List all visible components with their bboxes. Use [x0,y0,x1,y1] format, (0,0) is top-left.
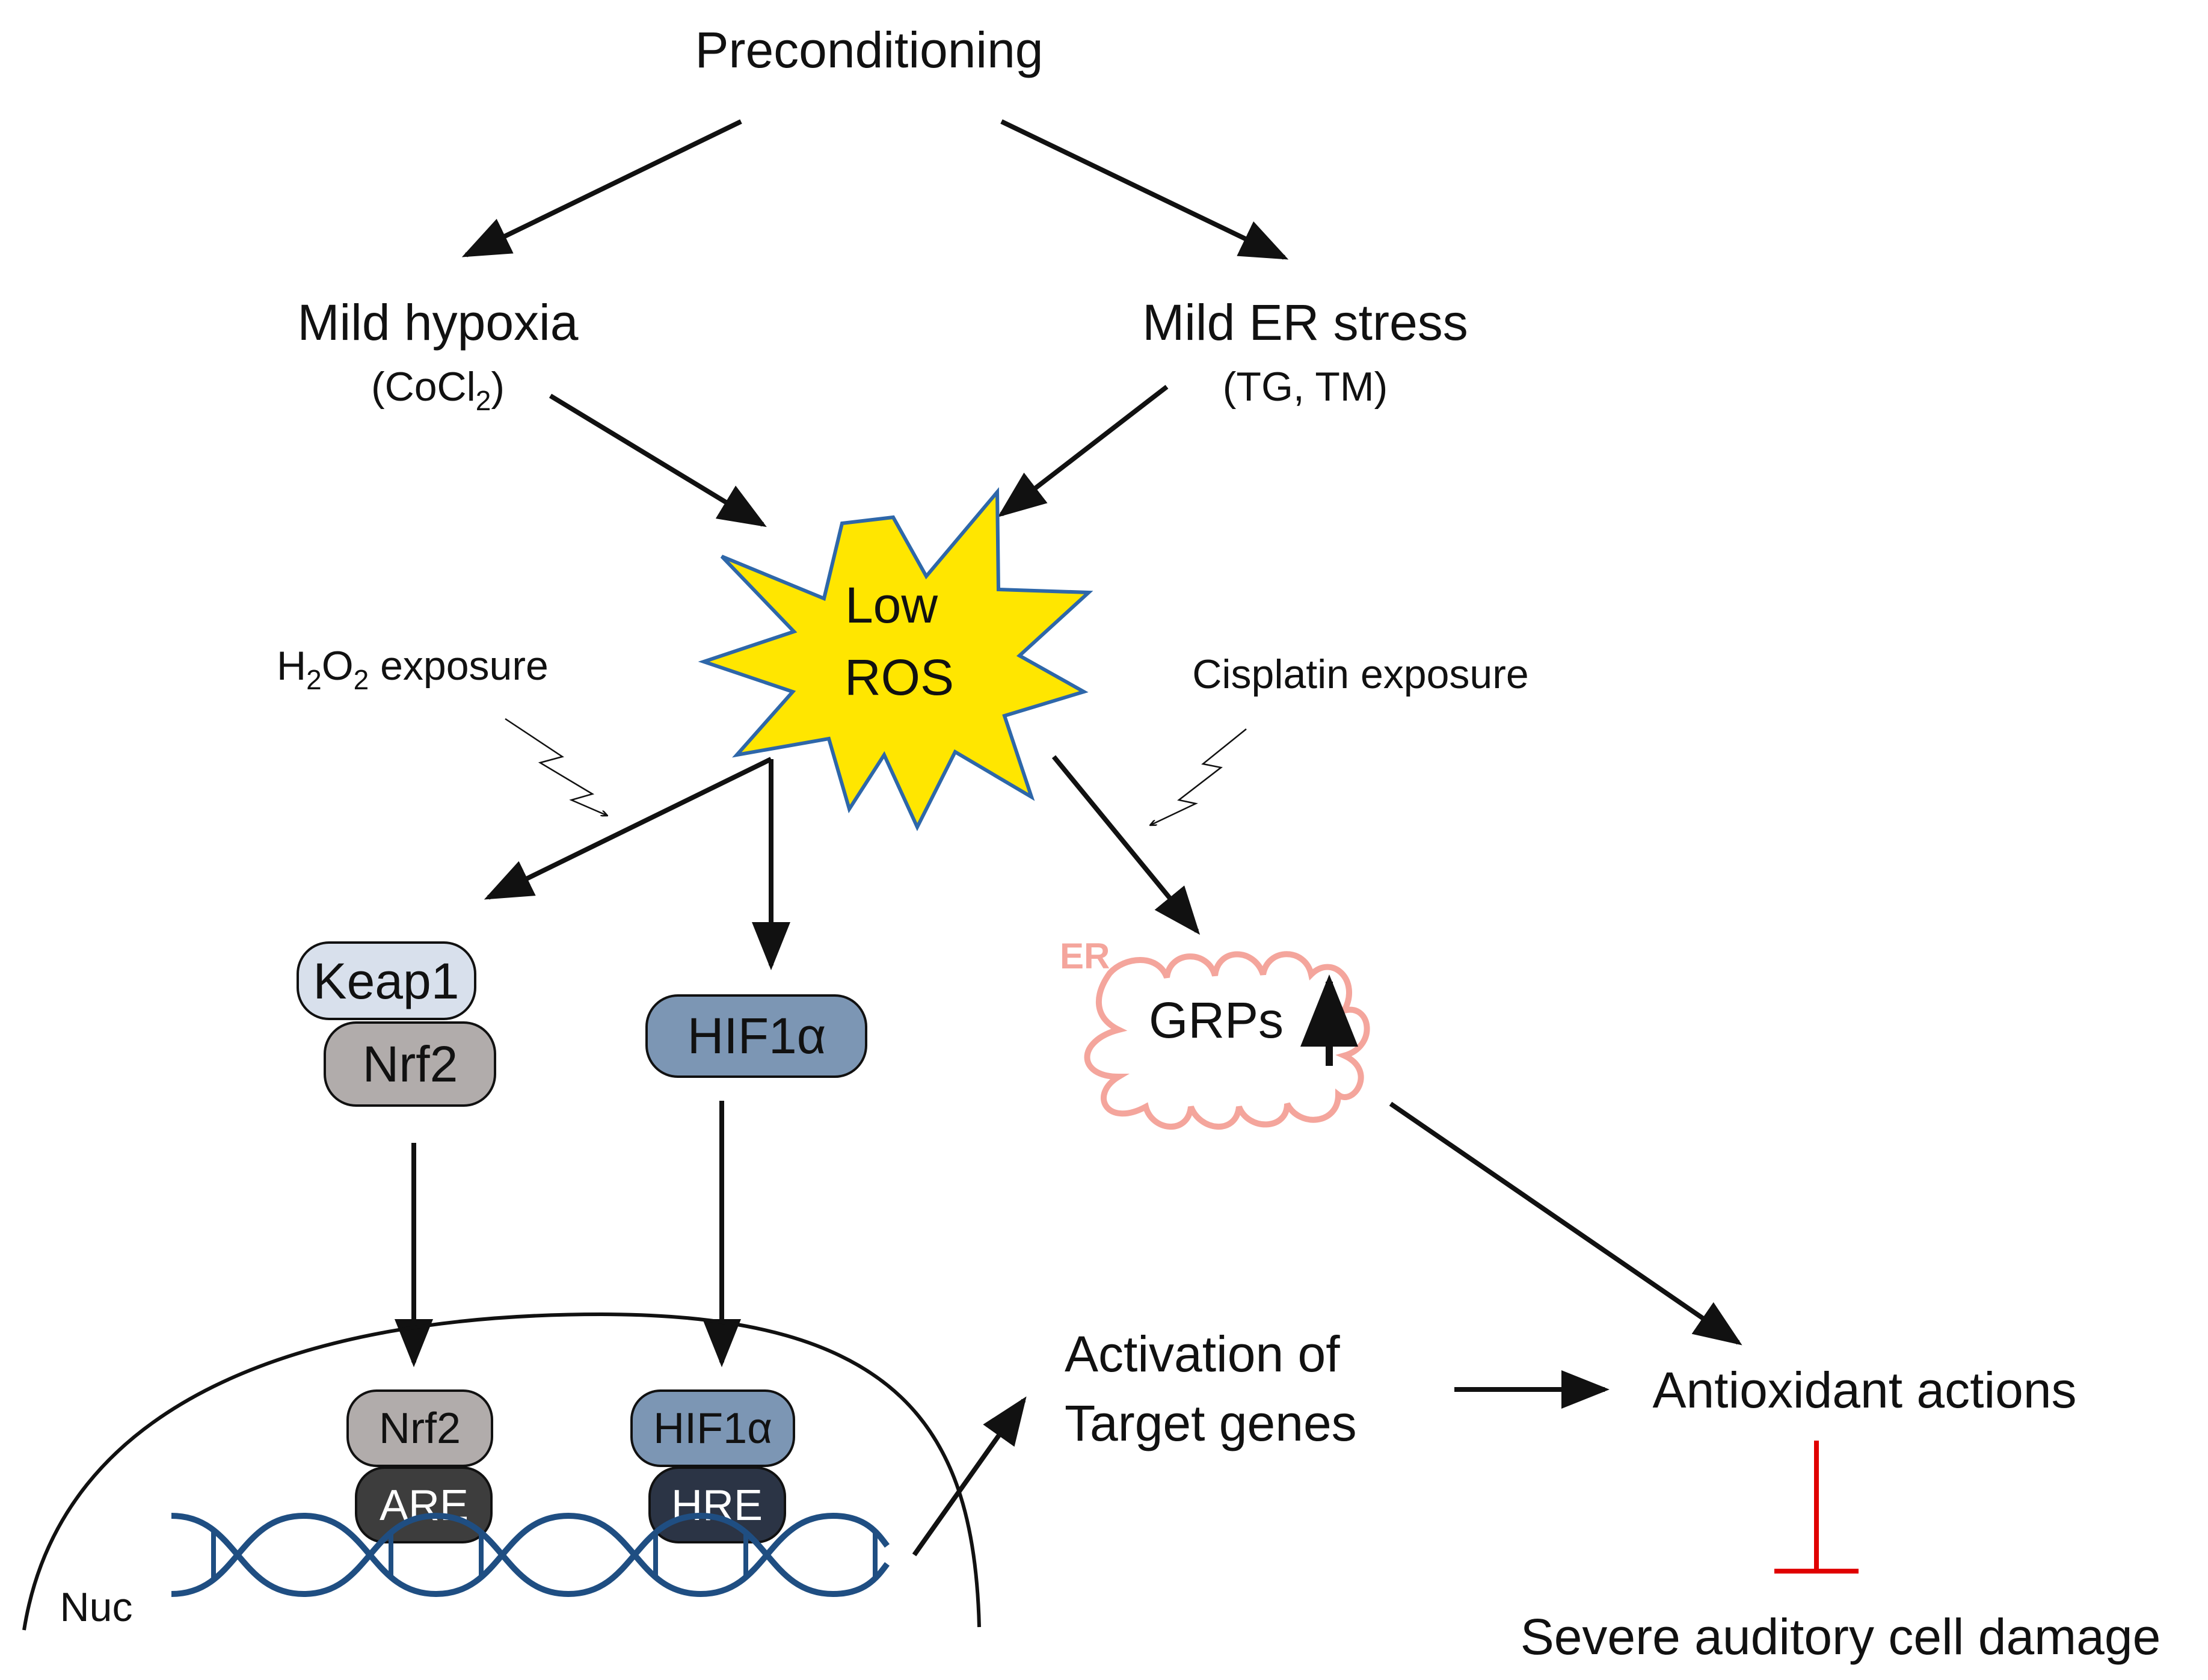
arrow-hypoxia-to-ros [549,393,767,528]
hypoxia-agent-prefix: (CoCl [371,364,476,410]
hif1a-label: HIF1α [687,1008,826,1064]
ros-label-line1: Low [845,577,938,633]
nucleus-label: Nuc [60,1584,133,1630]
grps-label: GRPs [1149,992,1284,1048]
arrow-er-to-antioxidant [1389,1101,1742,1346]
nuclear-nrf2-label: Nrf2 [379,1405,461,1453]
hre-label: HRE [671,1482,763,1530]
h2o2-rest: exposure [369,643,549,689]
er-label: ER [1060,936,1110,976]
nrf2-box [324,1021,496,1107]
nuclear-hif1a-label: HIF1α [653,1405,772,1453]
h2o2-sub1: 2 [306,664,322,695]
dna-strand-2 [171,1512,890,1598]
mild-hypoxia-label: Mild hypoxia [298,294,579,351]
activation-label-line2: Target genes [1065,1395,1357,1451]
hypoxia-agent-subscript: 2 [476,385,491,416]
arrow-precond-to-hypoxia [461,119,742,257]
cisplatin-lightning-arrow [1150,728,1247,825]
keap1-box [297,941,476,1020]
activation-label-line1: Activation of [1065,1326,1340,1382]
er-membrane [1084,951,1370,1130]
keap1-label: Keap1 [313,953,460,1009]
nuclear-hif1a-box [630,1389,795,1467]
arrow-ros-to-er [1051,755,1201,935]
hre-box [648,1466,786,1543]
dna-helix [171,1512,890,1598]
severe-damage-label: Severe auditory cell damage [1521,1608,2161,1665]
h2o2-h: H [277,643,306,689]
arrow-ros-to-keap1 [484,757,772,900]
ros-starburst [698,487,1093,831]
are-label: ARE [380,1482,469,1530]
cisplatin-exposure-label: Cisplatin exposure [1192,651,1528,697]
antioxidant-actions-label: Antioxidant actions [1652,1362,2076,1418]
mild-er-stress-label: Mild ER stress [1142,294,1468,351]
h2o2-sub2: 2 [354,664,369,695]
hypoxia-agent-suffix: ) [491,364,505,410]
dna-strand-1 [171,1512,890,1598]
arrow-nucleus-to-activation [912,1396,1027,1557]
nuclear-nrf2-box [346,1389,493,1467]
h2o2-exposure-label: H2O2 exposure [277,643,549,695]
h2o2-o: O [322,643,354,689]
arrow-er-stress-to-ros [997,384,1169,517]
preconditioning-label: Preconditioning [695,22,1043,78]
er-stress-agent-label: (TG, TM) [1223,364,1388,410]
h2o2-lightning-arrow [505,718,607,816]
nrf2-label: Nrf2 [363,1036,458,1092]
nucleus-membrane [22,1312,981,1631]
ros-label-line2: ROS [844,649,954,706]
hypoxia-agent-label: (CoCl2) [371,364,505,416]
hif1a-box [645,994,867,1078]
are-box [355,1466,493,1543]
arrow-precond-to-er-stress [1000,119,1289,260]
